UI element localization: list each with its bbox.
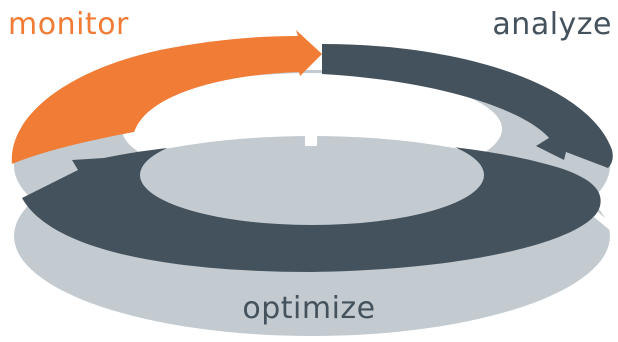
optimize-band-shape [22, 140, 601, 272]
stage-label-monitor: monitor [8, 7, 129, 42]
analyze-band-shape [322, 44, 613, 168]
optimize-band [22, 140, 601, 272]
stage-label-analyze: analyze [492, 7, 612, 42]
analyze-band [322, 44, 613, 168]
stage-label-optimize: optimize [242, 291, 376, 326]
monitor-band-shape [11, 30, 323, 164]
under-ring-gap [305, 80, 317, 146]
monitor-band [11, 30, 323, 164]
